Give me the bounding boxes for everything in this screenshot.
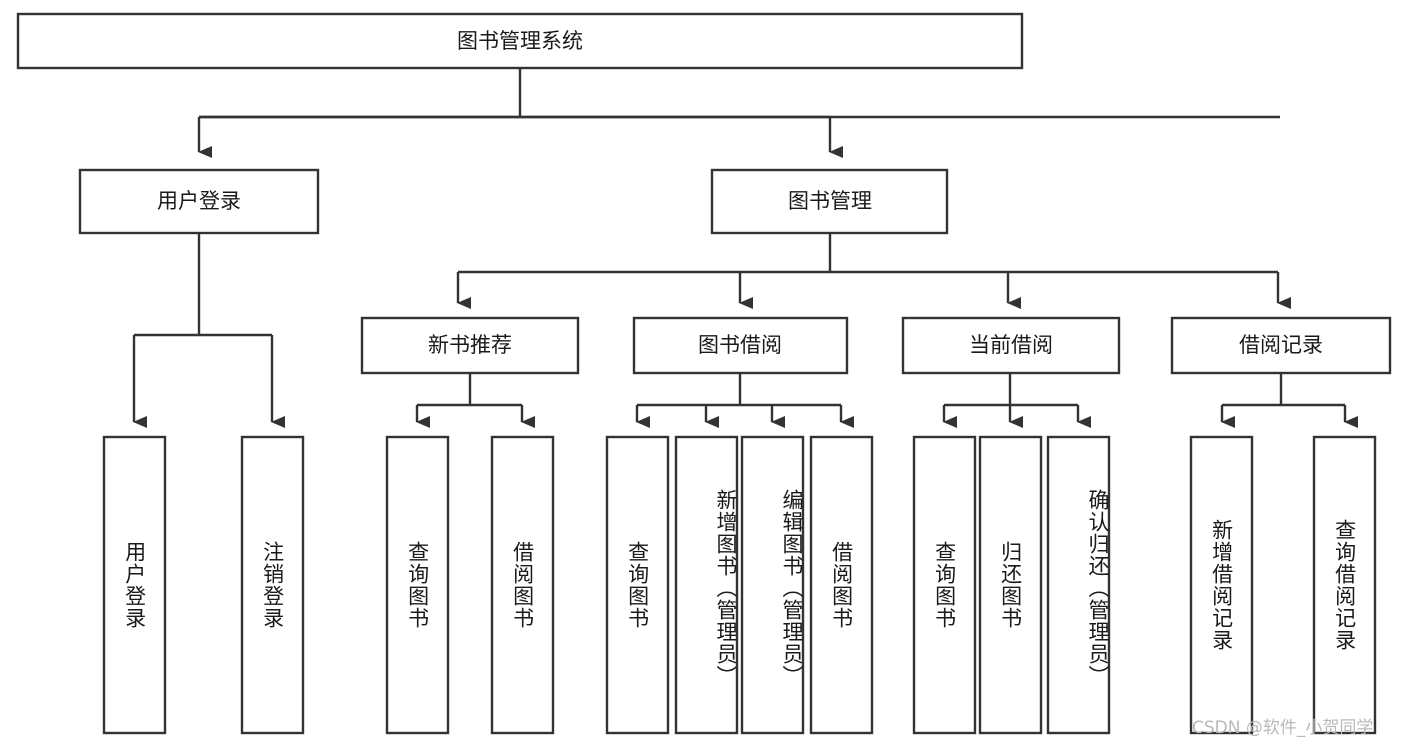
node-book-manage[interactable]: 图书管理 [710, 168, 949, 235]
connector-currentborrow-to-leaves [942, 373, 1091, 428]
connector-bookborrow-to-leaves [635, 373, 854, 428]
leaf-box-query-book-1[interactable] [385, 435, 450, 735]
leaf-box-user-login[interactable] [102, 435, 167, 735]
leaf-box-return-book[interactable] [978, 435, 1043, 735]
leaf-box-add-book[interactable] [674, 435, 739, 735]
node-borrow-record-label: 借阅记录 [1239, 333, 1323, 357]
leaf-box-query-book-2[interactable] [605, 435, 670, 735]
node-current-borrow-label: 当前借阅 [969, 333, 1053, 357]
node-user-login[interactable]: 用户登录 [78, 168, 320, 235]
csdn-watermark: CSDN @软件_小贺同学 [1192, 718, 1374, 738]
node-root[interactable]: 图书管理系统 [16, 12, 1024, 70]
leaf-box-query-record[interactable] [1312, 435, 1377, 735]
leaf-box-add-record[interactable] [1189, 435, 1254, 735]
node-root-label: 图书管理系统 [457, 29, 583, 53]
node-book-borrow-label: 图书借阅 [698, 333, 782, 357]
leaf-box-borrow-book-2[interactable] [809, 435, 874, 735]
leaf-box-query-book-3[interactable] [912, 435, 977, 735]
node-new-book-recommend-label: 新书推荐 [428, 333, 512, 357]
node-book-borrow[interactable]: 图书借阅 [632, 316, 849, 375]
node-book-manage-label: 图书管理 [788, 189, 872, 213]
node-user-login-label: 用户登录 [157, 189, 241, 213]
connector-bookmanage-to-level3 [456, 233, 1291, 309]
node-current-borrow[interactable]: 当前借阅 [901, 316, 1121, 375]
leaf-box-edit-book[interactable] [740, 435, 805, 735]
connector-userlogin-to-leaves [132, 233, 285, 428]
connector-root-to-level2 [197, 68, 1280, 158]
node-new-book-recommend[interactable]: 新书推荐 [360, 316, 580, 375]
leaf-box-borrow-book-1[interactable] [490, 435, 555, 735]
connector-borrowrecord-to-leaves [1220, 373, 1358, 428]
leaf-box-confirm-return[interactable] [1046, 435, 1111, 735]
leaf-box-logout[interactable] [240, 435, 305, 735]
connector-newbook-to-leaves [415, 373, 535, 428]
node-borrow-record[interactable]: 借阅记录 [1170, 316, 1392, 375]
